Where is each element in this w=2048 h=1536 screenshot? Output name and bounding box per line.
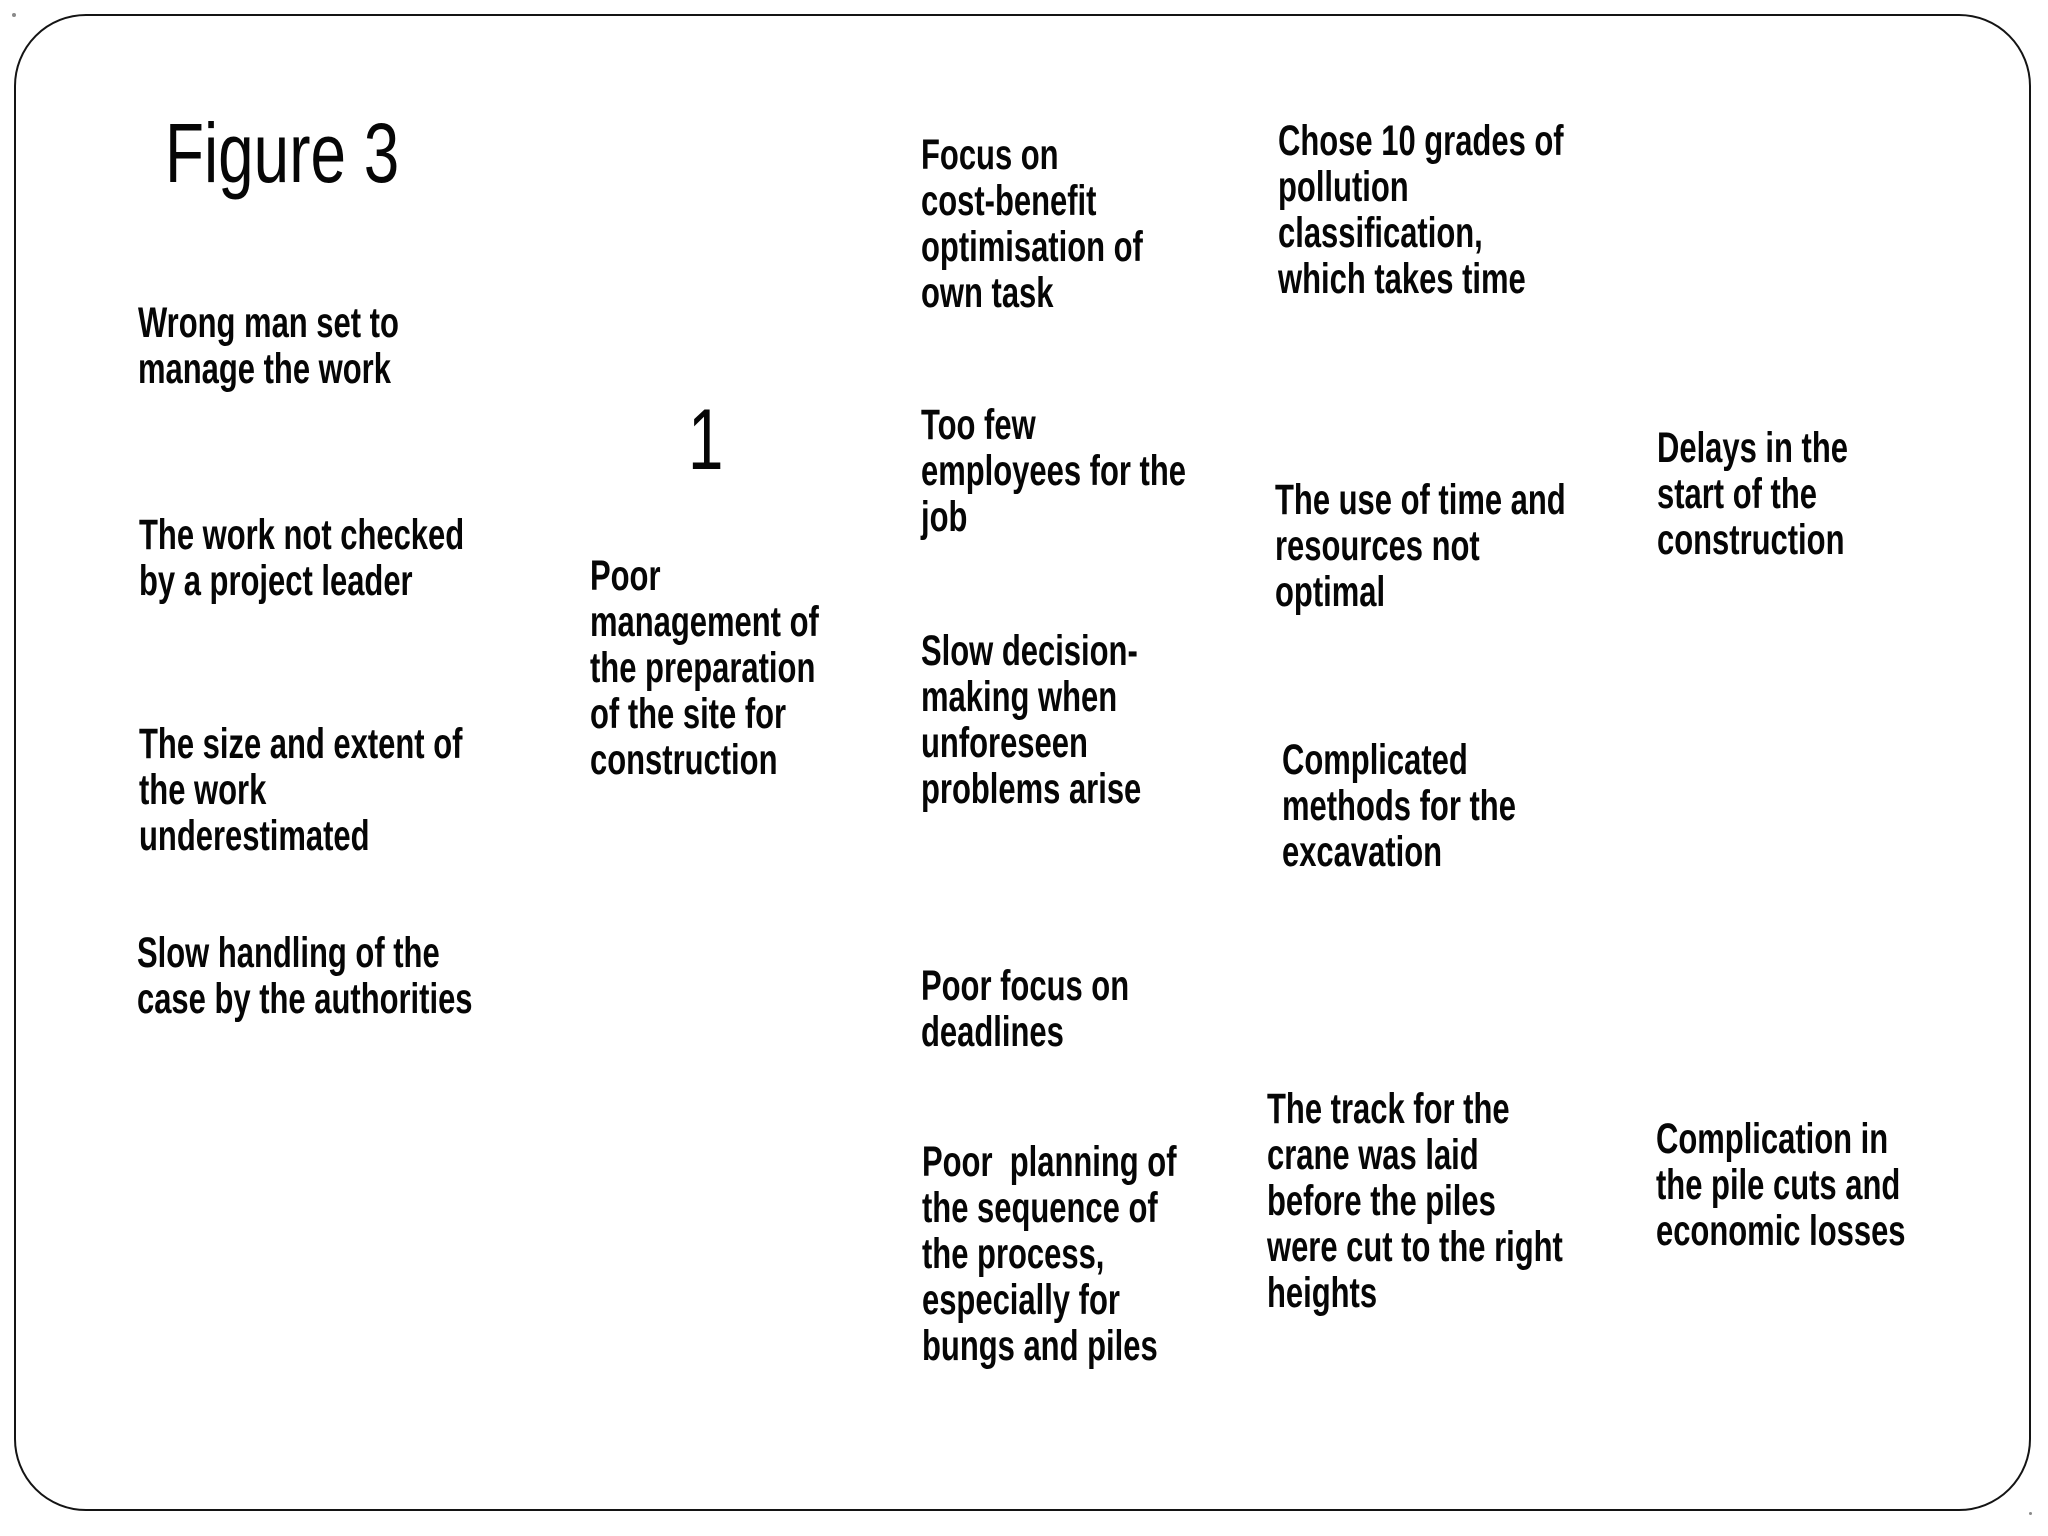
stage-number-1: 1 <box>688 392 724 488</box>
cause-slow-handling: Slow handling of the case by the authori… <box>137 929 473 1023</box>
effect-pollution-grades: Chose 10 grades of pollution classificat… <box>1278 117 1564 303</box>
cause-size-underestimated: The size and extent of the work underest… <box>139 720 463 860</box>
slide-border <box>14 14 2031 1511</box>
cause-cost-benefit-focus: Focus on cost-benefit optimisation of ow… <box>921 131 1143 317</box>
outcome-construction-delays: Delays in the start of the construction <box>1657 424 1848 564</box>
cause-wrong-man: Wrong man set to manage the work <box>138 299 399 393</box>
cause-poor-sequence-planning: Poor planning of the sequence of the pro… <box>922 1138 1177 1370</box>
scan-speck-bottom-right <box>2029 1512 2032 1515</box>
cause-slow-decision-making: Slow decision- making when unforeseen pr… <box>921 627 1142 813</box>
cause-too-few-employees: Too few employees for the job <box>921 401 1186 541</box>
effect-complicated-excavation: Complicated methods for the excavation <box>1282 736 1516 876</box>
cause-poor-deadline-focus: Poor focus on deadlines <box>921 962 1130 1056</box>
scan-speck-top-left <box>12 13 16 17</box>
cause-work-not-checked: The work not checked by a project leader <box>139 511 465 605</box>
cause-poor-site-management: Poor management of the preparation of th… <box>590 552 819 784</box>
effect-time-resources-not-optimal: The use of time and resources not optima… <box>1275 476 1566 616</box>
figure-title: Figure 3 <box>165 106 400 200</box>
effect-crane-track-laid-early: The track for the crane was laid before … <box>1267 1085 1563 1317</box>
outcome-pile-cuts-losses: Complication in the pile cuts and econom… <box>1656 1115 1906 1255</box>
